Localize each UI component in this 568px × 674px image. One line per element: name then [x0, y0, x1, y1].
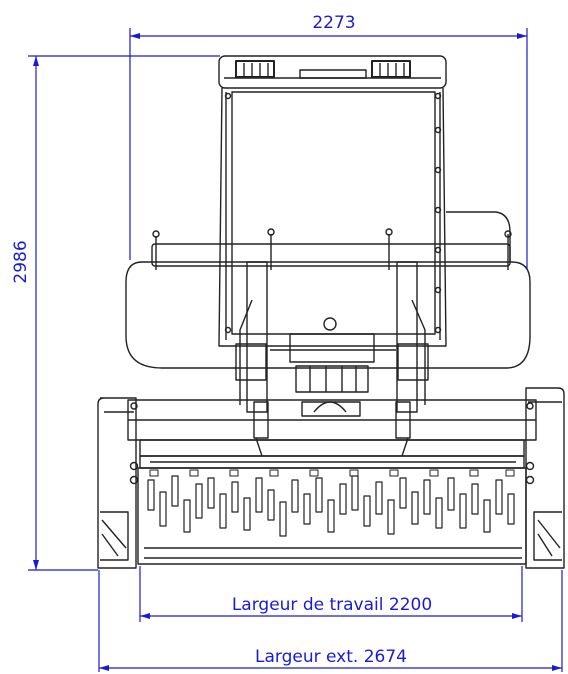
- external-width-dimension: [98, 570, 563, 672]
- working-width-dimension: [139, 566, 523, 622]
- left-track: [97, 397, 137, 569]
- overall-height-label: 2986: [11, 240, 31, 283]
- cab: [218, 87, 447, 347]
- rotor-teeth: [147, 475, 515, 537]
- right-track: [525, 387, 565, 569]
- cab-roof: [218, 55, 447, 89]
- overall-height-dimension: [28, 55, 220, 571]
- hitch-frame: [289, 317, 375, 417]
- external-width-label: Largeur ext. 2674: [255, 647, 407, 667]
- machine-front-view: [97, 55, 565, 569]
- lift-arms: [235, 261, 429, 413]
- engine-hood: [125, 261, 531, 369]
- top-width-dimension: [129, 28, 528, 270]
- front-bar: [151, 228, 512, 270]
- side-tank: [446, 211, 511, 262]
- dimension-lines: [28, 28, 563, 672]
- mulcher-housing: [127, 399, 537, 565]
- working-width-label: Largeur de travail 2200: [232, 595, 432, 615]
- housing-fasteners: [149, 469, 515, 477]
- top-width-label: 2273: [312, 13, 355, 33]
